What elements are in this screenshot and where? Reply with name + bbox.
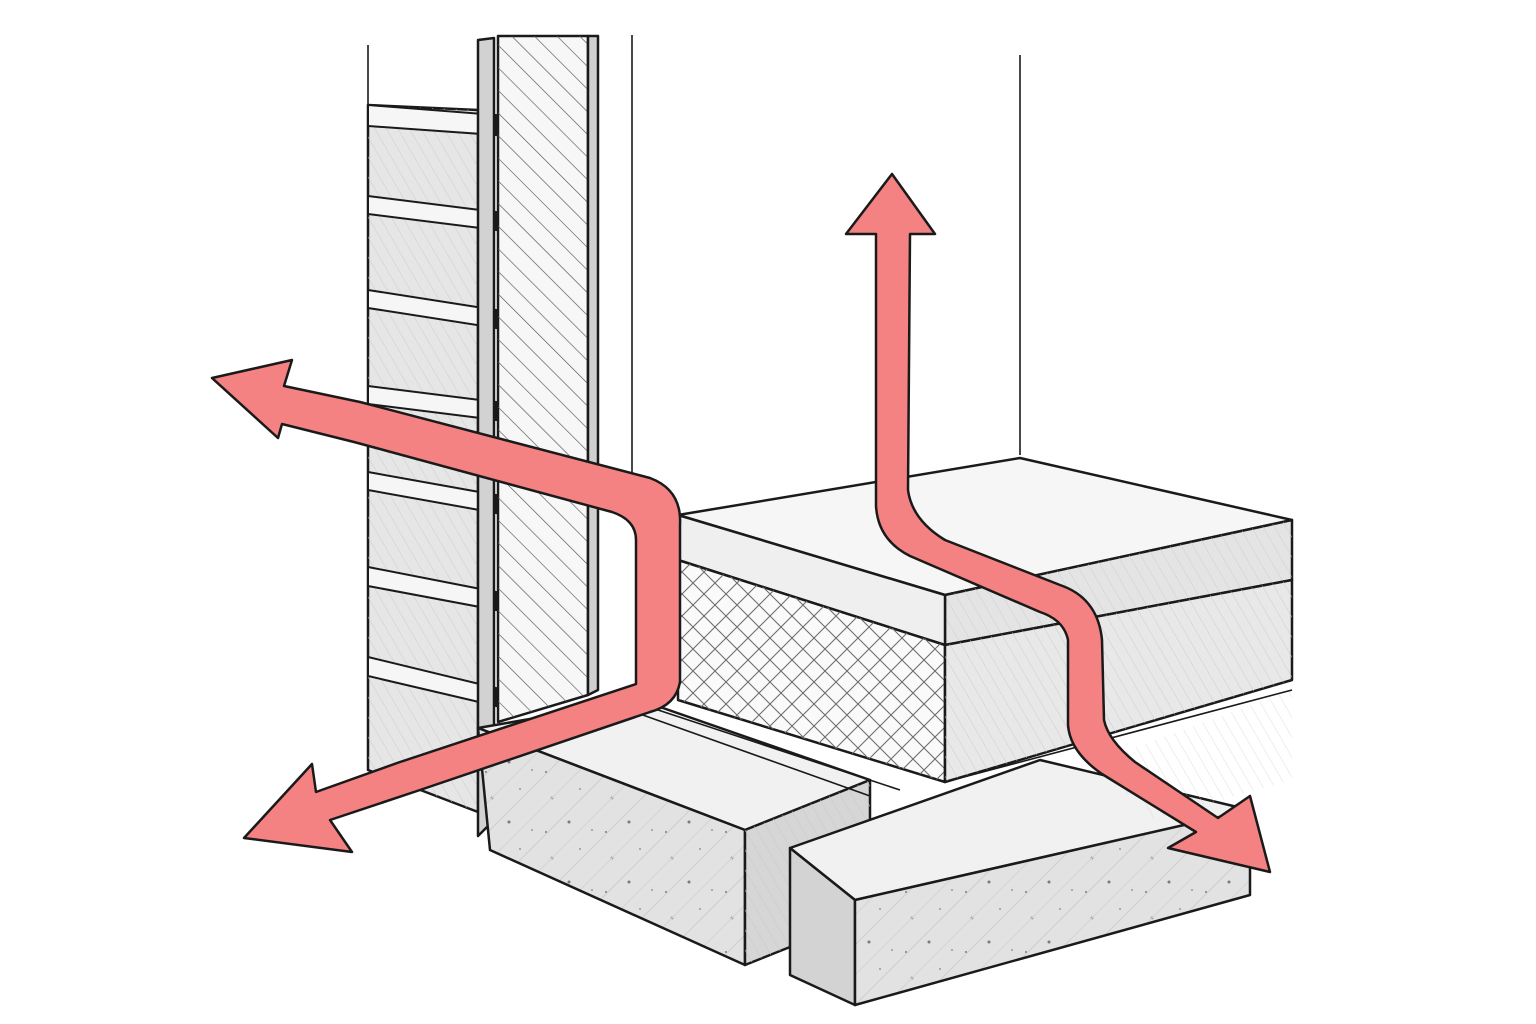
- floor-slab-stack: [676, 456, 1294, 820]
- heat-flow-arrows: [210, 172, 1272, 874]
- interior-wall-outline: [631, 35, 1021, 480]
- concrete-foundation-block: [476, 698, 901, 967]
- heat-flow-arrow-icon: [210, 358, 682, 854]
- brick-course-joints: [367, 103, 497, 708]
- inner-leaf-blockwork: [496, 34, 600, 724]
- heat-flow-arrow-icon: [844, 172, 1272, 874]
